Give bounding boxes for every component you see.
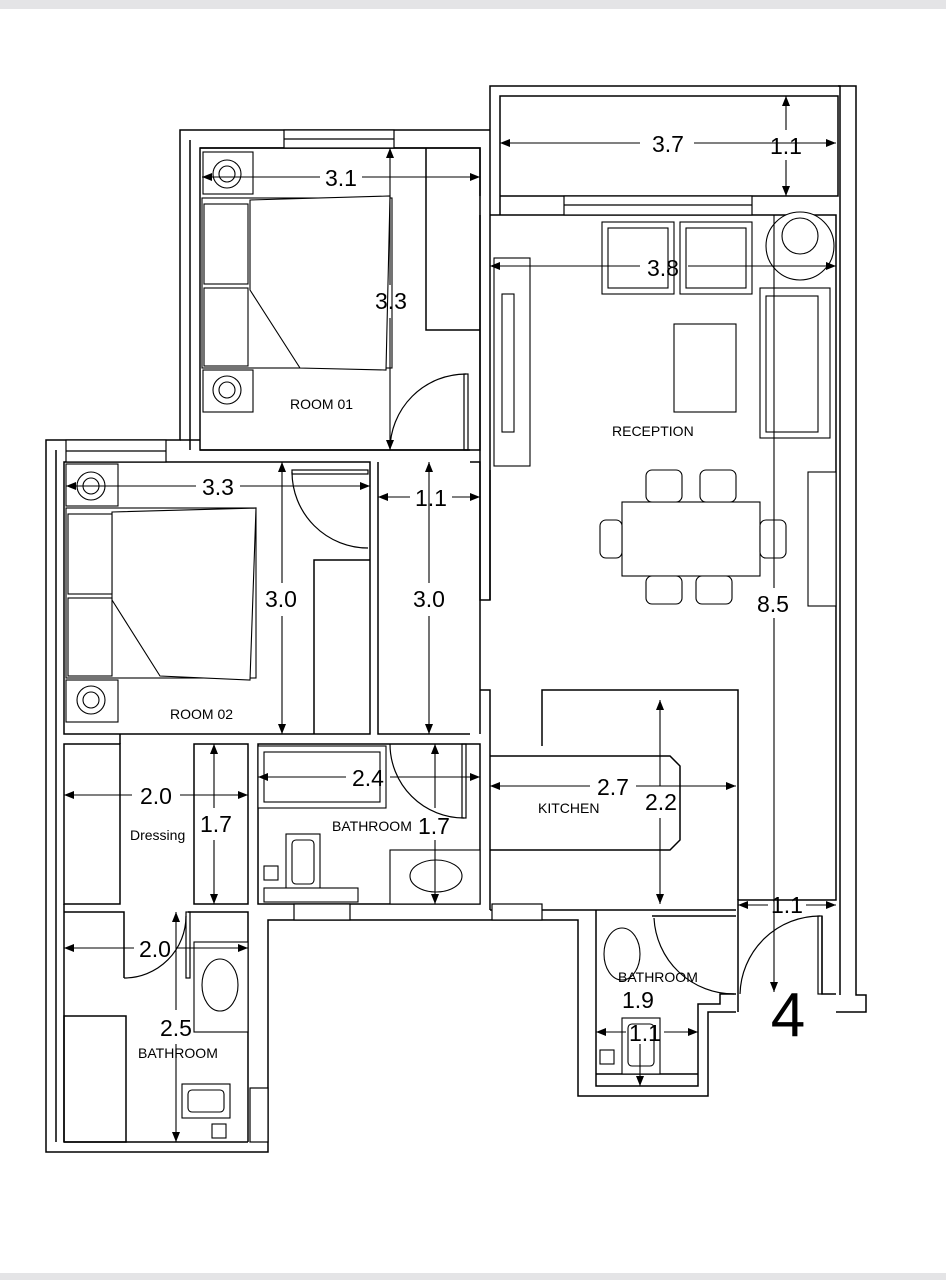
label-dressing: Dressing [130,827,185,843]
dim-bath-right-length: 1.9 [622,987,654,1013]
windows [65,129,753,1143]
label-bathroom-main: BATHROOM [332,818,412,834]
dim-corridor-width: 1.1 [415,485,447,511]
dim-reception-length: 8.5 [757,591,789,617]
bath-left-fixtures [181,941,249,1139]
dim-corridor-length: 3.0 [413,586,445,612]
dim-bath-main-width: 2.4 [352,765,384,791]
doors [123,373,823,995]
dim-kitchen-length: 2.2 [645,789,677,815]
dimension-lines [64,96,836,1142]
dim-room01-width: 3.1 [325,165,357,191]
living-furniture [493,211,837,607]
label-kitchen: KITCHEN [538,800,599,816]
top-frame-bar [0,0,946,9]
label-reception: RECEPTION [612,423,694,439]
label-bathroom-left: BATHROOM [138,1045,218,1061]
dim-bath-left-width: 2.0 [139,936,171,962]
dim-bath-right-width: 1.1 [629,1020,661,1046]
bed-room01 [201,151,393,413]
dim-bath-main-length: 1.7 [418,813,450,839]
label-bathroom-right: BATHROOM [618,969,698,985]
dim-dressing-length: 1.7 [200,811,232,837]
bottom-frame-bar [0,1273,946,1280]
dim-bath-left-length: 2.5 [160,1015,192,1041]
bed-room02 [65,463,257,723]
furniture [65,151,837,1139]
dim-room01-length: 3.3 [375,288,407,314]
dim-reception-width: 3.8 [647,255,679,281]
dim-dressing-width: 2.0 [140,783,172,809]
unit-number: 4 [771,981,805,1050]
label-room-01: ROOM 01 [290,396,353,412]
dim-balcony-depth: 1.1 [770,133,802,159]
dimension-labels: 3.7 1.1 3.1 3.3 3.8 8.5 3.3 3.0 1.1 3.0 … [139,131,803,1046]
dim-kitchen-width: 2.7 [597,774,629,800]
dim-room02-length: 3.0 [265,586,297,612]
dim-room02-width: 3.3 [202,474,234,500]
label-room-02: ROOM 02 [170,706,233,722]
dim-entry-width: 1.1 [771,892,803,918]
dim-balcony-width: 3.7 [652,131,684,157]
room-labels: ROOM 01 RECEPTION ROOM 02 Dressing BATHR… [130,396,698,1061]
bath-right-fixtures [599,927,661,1075]
